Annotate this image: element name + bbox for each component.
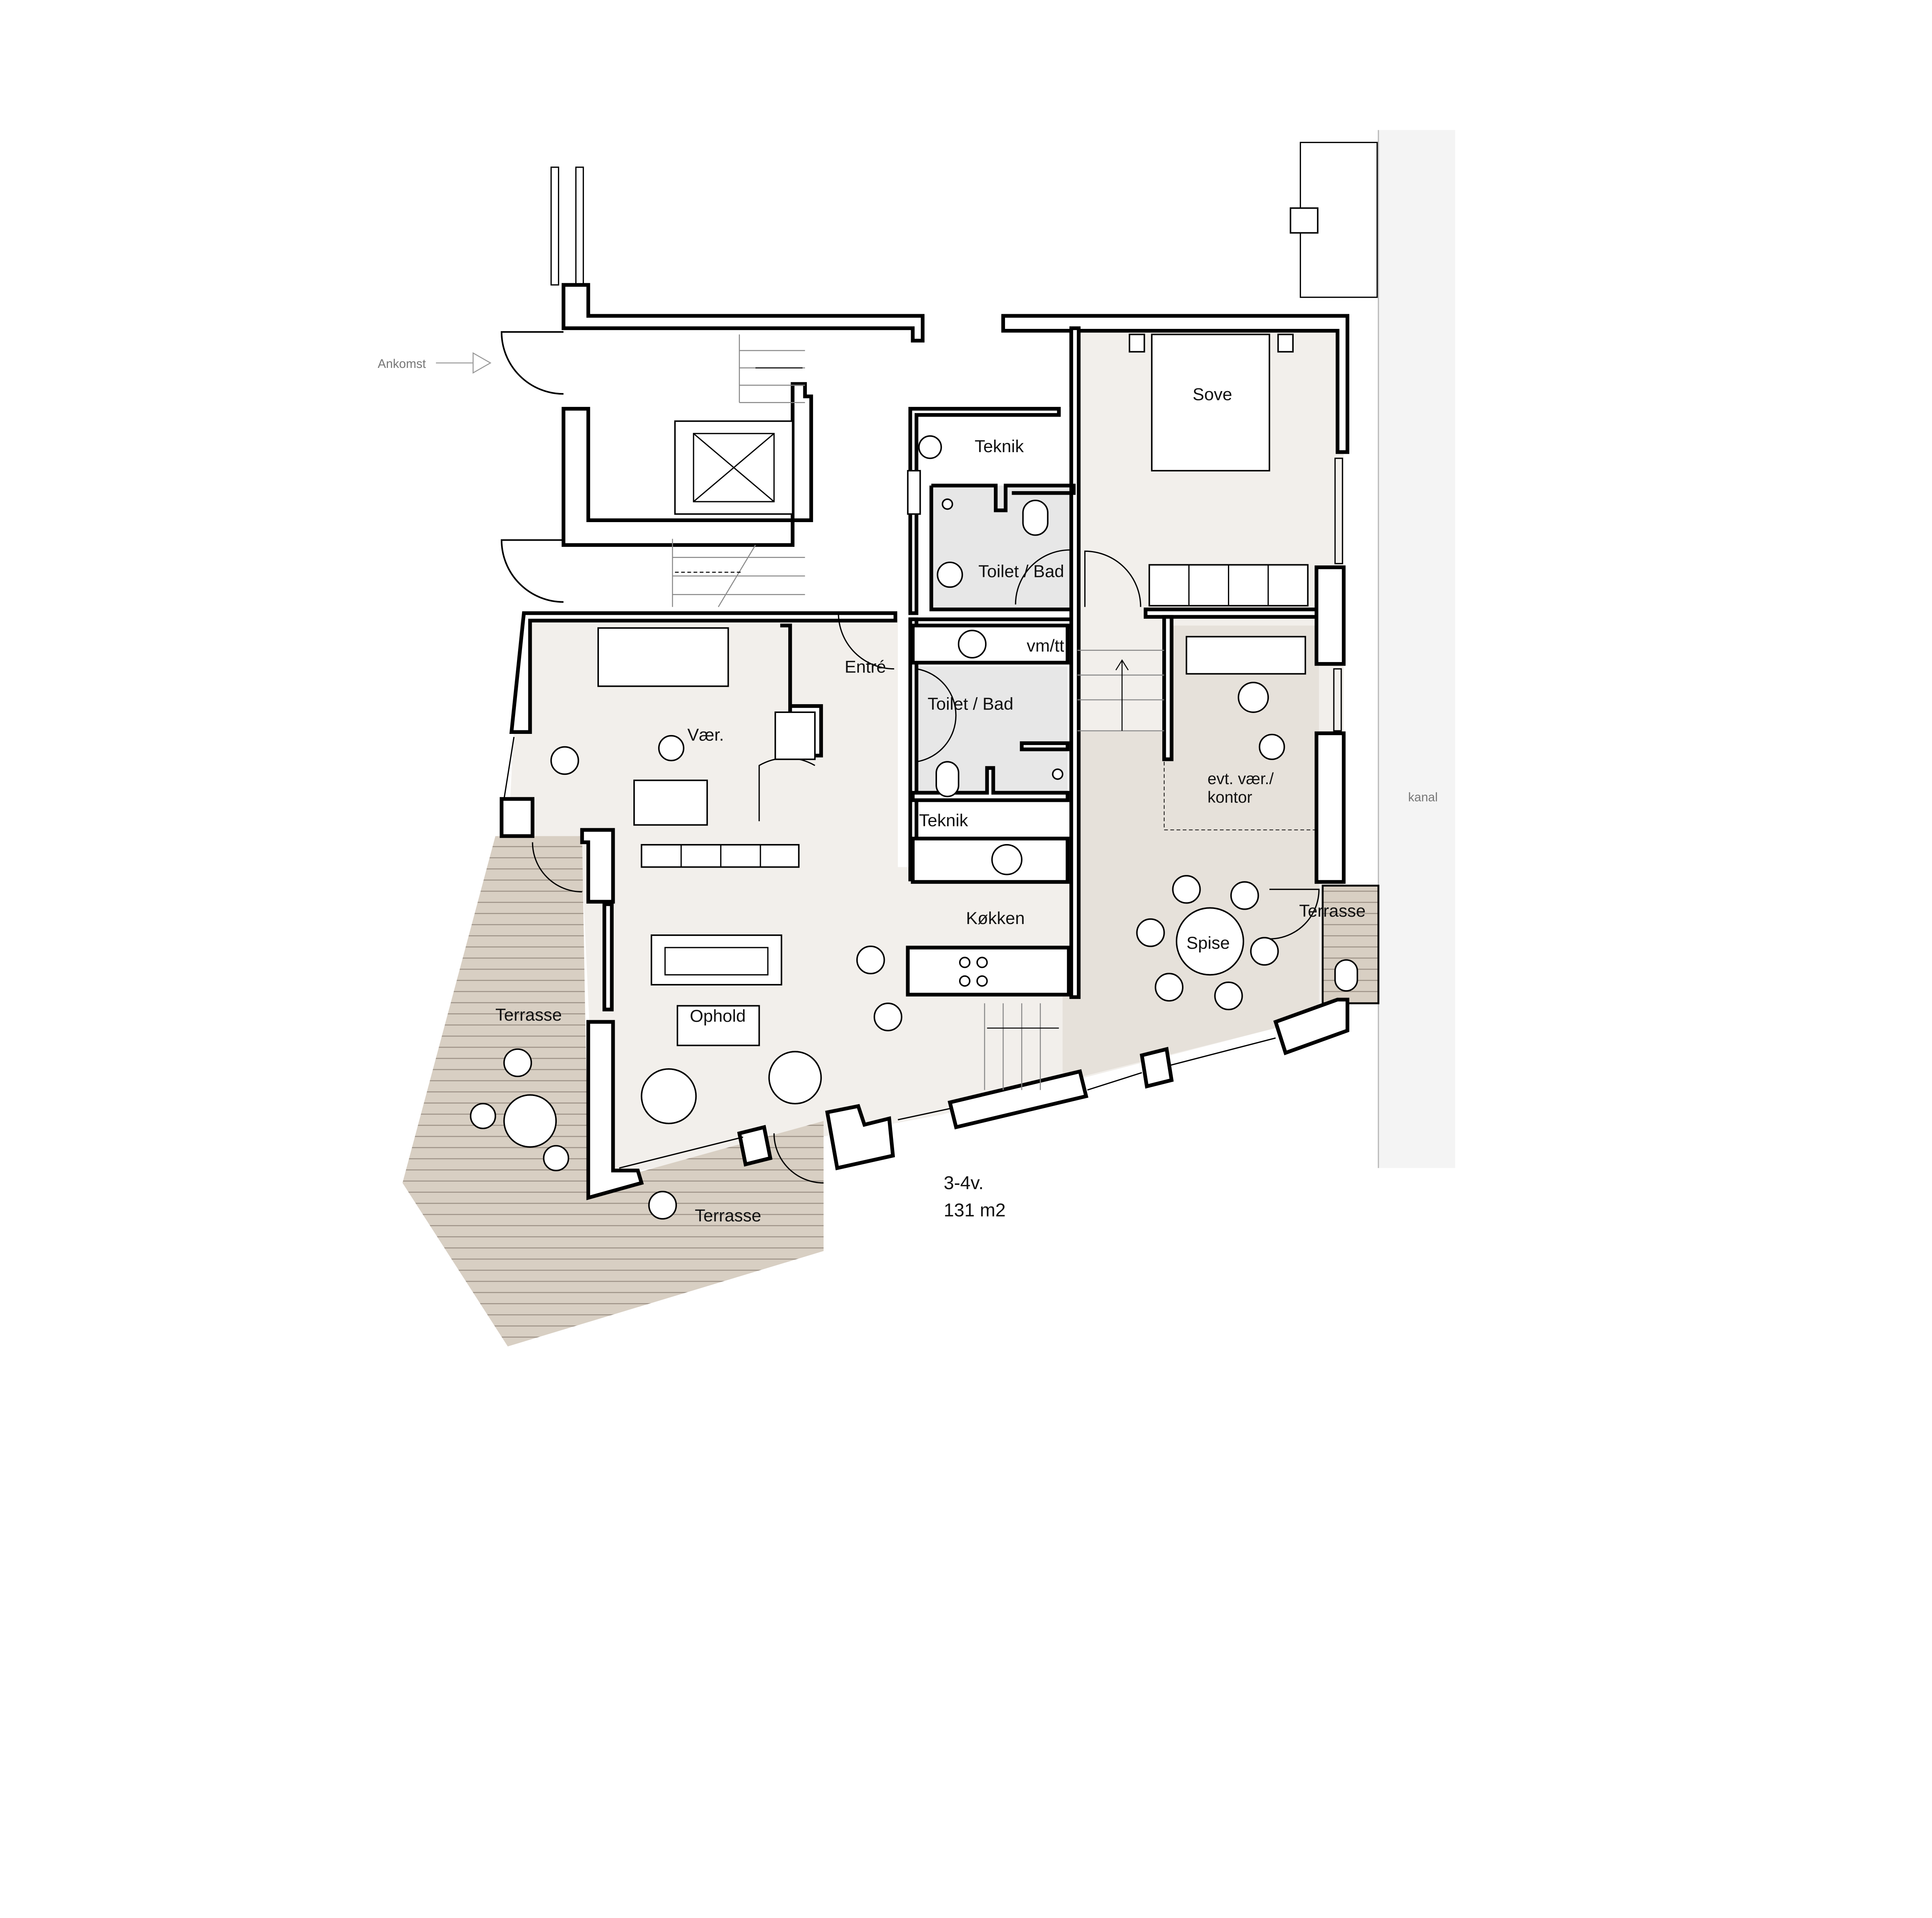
label-living: Ophold: [690, 1006, 746, 1026]
label-bedroom: Sove: [1193, 384, 1232, 404]
internal-stair: [984, 650, 1164, 1090]
stair-landing: [1077, 625, 1164, 731]
canal-area: [1378, 130, 1456, 1168]
label-kitchen: Køkken: [966, 908, 1025, 928]
doors: [532, 549, 1320, 1184]
floor-plan: Ankomst: [378, 130, 1456, 1346]
stair-core: [500, 167, 925, 608]
unit-type: 3-4v.: [944, 1173, 983, 1193]
unit-area: 131 m2: [944, 1200, 1005, 1220]
label-bath-upper: Toilet / Bad: [978, 562, 1064, 581]
arrival-arrow-head: [473, 352, 492, 374]
label-tech-upper: Teknik: [975, 436, 1024, 456]
terrace-deck: [402, 836, 824, 1346]
label-office-1: evt. vær./: [1208, 769, 1274, 788]
label-office-2: kontor: [1208, 788, 1252, 806]
label-terrace-west: Terrasse: [495, 1005, 562, 1025]
room-labels: Sove Teknik Toilet / Bad vm/tt Entré Toi…: [495, 384, 1438, 1225]
label-terrace-east: Terrasse: [1299, 901, 1366, 921]
label-entrance: Entré: [845, 657, 886, 676]
label-bath-lower: Toilet / Bad: [928, 694, 1014, 714]
label-room: Vær.: [687, 725, 724, 745]
canal-label: kanal: [1408, 790, 1438, 804]
label-terrace-south: Terrasse: [695, 1205, 761, 1225]
stair-arrow-head: [1115, 659, 1129, 671]
furniture: [470, 141, 1378, 1220]
label-tech-lower: Teknik: [919, 810, 968, 830]
bath-upper-floor: [931, 485, 1071, 609]
label-dining: Spise: [1187, 933, 1230, 953]
office-dining-floor: [1062, 625, 1319, 1090]
label-laundry: vm/tt: [1027, 636, 1065, 655]
arrival-label: Ankomst: [378, 357, 426, 371]
